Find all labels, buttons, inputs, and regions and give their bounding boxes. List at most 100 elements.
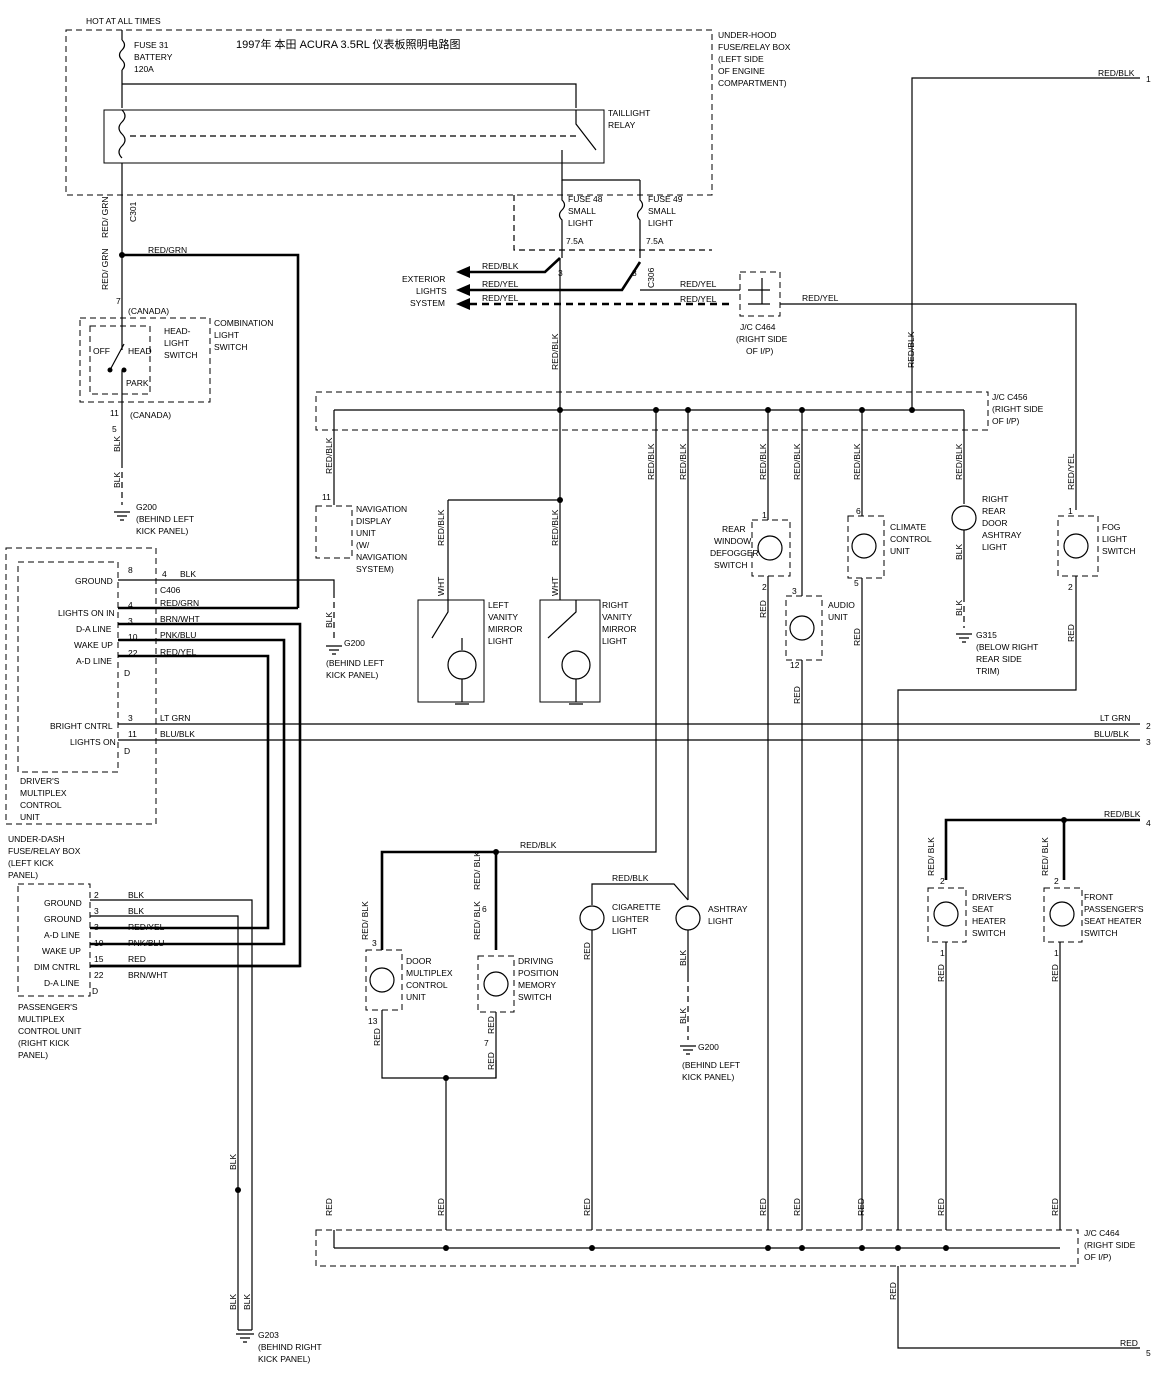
svg-text:(LEFT KICK: (LEFT KICK xyxy=(8,858,54,868)
driver-ground-wire xyxy=(118,579,335,592)
blk-passenger-3: BLK xyxy=(242,1294,252,1310)
svg-text:LIGHT: LIGHT xyxy=(602,636,627,646)
svg-text:OF I/P): OF I/P) xyxy=(746,346,774,356)
svg-text:DRIVING: DRIVING xyxy=(518,956,553,966)
pin-2-defog: 2 xyxy=(762,582,767,592)
svg-text:G200: G200 xyxy=(136,502,157,512)
svg-text:G200: G200 xyxy=(698,1042,719,1052)
exterior-arrow-3 xyxy=(456,298,470,310)
g315-ground-symbol xyxy=(956,633,972,643)
svg-text:WINDOW: WINDOW xyxy=(714,536,751,546)
svg-text:LIGHT: LIGHT xyxy=(982,542,1007,552)
cig-ashtray-feed xyxy=(591,883,689,905)
rear-defogger-box xyxy=(751,519,791,577)
svg-text:DRIVER'S: DRIVER'S xyxy=(20,776,60,786)
wire-red-blk-memory-2: RED/ BLK xyxy=(472,901,482,940)
door-mpx-label: DOOR MULTIPLEX CONTROL UNIT xyxy=(406,956,453,1002)
wire-red-blk-656: RED/BLK xyxy=(646,443,656,480)
rear-ashtray-label: RIGHT REAR DOOR ASHTRAY LIGHT xyxy=(982,494,1022,552)
exterior-wire-3-label: RED/YEL xyxy=(482,293,519,303)
red-grn-driver: RED/GRN xyxy=(160,598,199,608)
jc-c456-label: J/C C456 (RIGHT SIDE OF I/P) xyxy=(992,392,1044,426)
canada-note-2: (CANADA) xyxy=(130,410,171,420)
svg-text:J/C C464: J/C C464 xyxy=(1084,1228,1120,1238)
svg-text:(RIGHT KICK: (RIGHT KICK xyxy=(18,1038,70,1048)
exterior-wire-2 xyxy=(470,261,642,292)
pin-2-dseat: 2 xyxy=(940,876,945,886)
svg-text:RED: RED xyxy=(128,954,146,964)
svg-text:WAKE UP: WAKE UP xyxy=(42,946,81,956)
exterior-lights-label: EXTERIOR LIGHTS SYSTEM xyxy=(402,274,447,308)
svg-text:SWITCH: SWITCH xyxy=(972,928,1006,938)
audio-unit-label: AUDIO UNIT xyxy=(828,600,855,622)
svg-text:HEATER: HEATER xyxy=(972,916,1006,926)
svg-text:(BEHIND LEFT: (BEHIND LEFT xyxy=(136,514,194,524)
svg-text:KICK PANEL): KICK PANEL) xyxy=(258,1354,310,1364)
blk-rear-ashtray-2: BLK xyxy=(954,600,964,616)
wire-red-blk-nav: RED/BLK xyxy=(324,437,334,474)
passenger-seat-box xyxy=(1043,887,1083,943)
svg-text:MIRROR: MIRROR xyxy=(488,624,522,634)
svg-text:15: 15 xyxy=(94,954,104,964)
g200-ground-symbol-b xyxy=(326,645,342,655)
pin-3-door: 3 xyxy=(372,938,377,948)
seat-heater-grounds xyxy=(945,942,1061,1230)
pin-3-fuse49: 3 xyxy=(632,268,637,278)
left-vanity-box xyxy=(417,599,485,703)
driving-memory-bulb xyxy=(483,971,509,997)
svg-text:(RIGHT SIDE: (RIGHT SIDE xyxy=(992,404,1044,414)
connector-c406: C406 xyxy=(160,585,181,595)
svg-text:REAR: REAR xyxy=(722,524,746,534)
svg-text:(BEHIND LEFT: (BEHIND LEFT xyxy=(326,658,384,668)
rear-defogger-label: REAR WINDOW DEFOGGER SWITCH xyxy=(710,524,759,570)
svg-text:RED: RED xyxy=(436,1198,446,1216)
svg-text:10: 10 xyxy=(128,632,138,642)
pnk-blu-driver: PNK/BLU xyxy=(160,630,196,640)
navigation-label: NAVIGATION DISPLAY UNIT (W/ NAVIGATION S… xyxy=(356,504,407,574)
offpage-5-wire xyxy=(897,1266,1140,1349)
svg-text:PANEL): PANEL) xyxy=(18,1050,48,1060)
pin-2-fog: 2 xyxy=(1068,582,1073,592)
svg-text:VANITY: VANITY xyxy=(602,612,632,622)
switch-park: PARK xyxy=(126,378,149,388)
svg-text:LIGHT: LIGHT xyxy=(488,636,513,646)
jc-c456-dots xyxy=(557,407,915,413)
svg-text:2: 2 xyxy=(94,890,99,900)
red-yel-fog-label: RED/YEL xyxy=(802,293,839,303)
wire-red-yel-fog: RED/YEL xyxy=(1066,453,1076,490)
svg-text:LIGHT: LIGHT xyxy=(568,218,593,228)
svg-text:DEFOGGER: DEFOGGER xyxy=(710,548,759,558)
vanity-grounds xyxy=(455,679,583,705)
svg-text:22: 22 xyxy=(128,648,138,658)
svg-text:LIGHT: LIGHT xyxy=(612,926,637,936)
svg-text:(BEHIND LEFT: (BEHIND LEFT xyxy=(682,1060,740,1070)
svg-text:EXTERIOR: EXTERIOR xyxy=(402,274,445,284)
relay-feed-wire xyxy=(122,83,577,108)
svg-text:ASHTRAY: ASHTRAY xyxy=(708,904,748,914)
jc-c456-box xyxy=(315,391,989,431)
door-mpx-box xyxy=(365,949,403,1011)
vanity-feed xyxy=(447,430,561,600)
driver-seat-box xyxy=(927,887,967,943)
passenger-pin-numbers: 2 3 3 10 15 22 xyxy=(94,890,104,980)
svg-text:FRONT: FRONT xyxy=(1084,892,1113,902)
svg-text:BLK: BLK xyxy=(128,906,144,916)
fuse-box-boundary xyxy=(513,195,712,251)
pin-4-c406: 4 xyxy=(162,569,167,579)
lt-grn-driver: LT GRN xyxy=(160,713,190,723)
svg-text:CONTROL: CONTROL xyxy=(406,980,448,990)
audio-bulb xyxy=(789,615,815,641)
left-vanity-label: LEFT VANITY MIRROR LIGHT xyxy=(488,600,522,646)
svg-text:UNIT: UNIT xyxy=(356,528,376,538)
offpage-1-wire-label: RED/BLK xyxy=(1098,68,1135,78)
svg-text:CONTROL UNIT: CONTROL UNIT xyxy=(18,1026,81,1036)
svg-text:RED: RED xyxy=(936,1198,946,1216)
offpage-4-wire-label: RED/BLK xyxy=(1104,809,1141,819)
jc-c464-bottom-label: J/C C464 (RIGHT SIDE OF I/P) xyxy=(1084,1228,1136,1262)
svg-text:LEFT: LEFT xyxy=(488,600,509,610)
svg-text:LIGHT: LIGHT xyxy=(708,916,733,926)
climate-box xyxy=(847,515,885,579)
svg-text:MULTIPLEX: MULTIPLEX xyxy=(18,1014,65,1024)
diagram-title: 1997年 本田 ACURA 3.5RL 仪表板照明电路图 xyxy=(236,37,461,51)
pin-12-audio: 12 xyxy=(790,660,800,670)
